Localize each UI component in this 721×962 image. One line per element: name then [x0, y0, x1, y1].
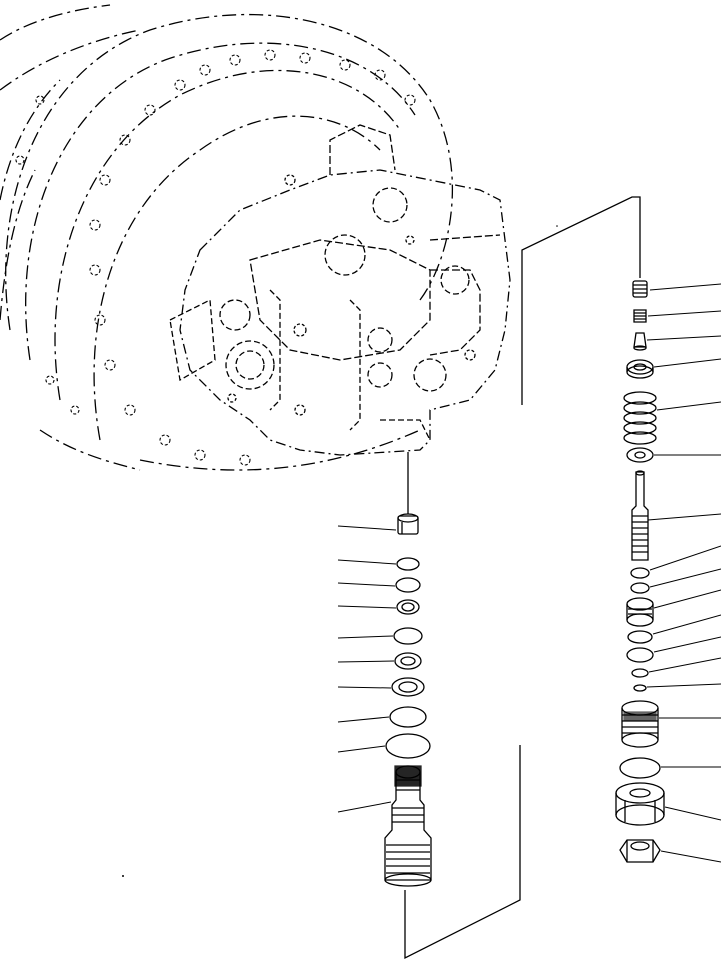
part-o-ring	[620, 758, 660, 778]
left-part-stack	[385, 452, 520, 958]
part-o-ring	[631, 583, 649, 593]
housing-ports	[220, 175, 475, 415]
part-retainer	[627, 448, 653, 462]
part-cap	[616, 783, 664, 825]
left-bottom-bracket	[405, 745, 520, 958]
part-backup-ring	[392, 678, 424, 696]
part-o-ring	[634, 685, 646, 691]
part-o-ring	[632, 669, 648, 677]
motor-housing	[0, 5, 510, 470]
part-backup-ring	[397, 600, 419, 614]
part-spring	[634, 310, 646, 322]
part-o-ring	[390, 707, 426, 727]
bolt-holes	[16, 50, 415, 465]
part-plug	[398, 514, 418, 534]
part-hex-nut	[620, 840, 660, 862]
leader-lines	[338, 284, 721, 862]
right-part-stack	[522, 197, 664, 862]
part-o-ring	[631, 568, 649, 578]
part-valve-cartridge	[385, 766, 431, 886]
part-o-ring	[394, 628, 422, 644]
part-o-ring	[386, 734, 430, 758]
right-top-bracket	[522, 197, 640, 405]
part-o-ring	[628, 631, 652, 643]
scan-specks	[122, 225, 558, 877]
part-spring-cap	[633, 281, 647, 297]
part-spring	[624, 392, 656, 444]
part-spool	[632, 471, 648, 560]
part-o-ring	[397, 558, 419, 570]
part-o-ring	[627, 648, 653, 662]
part-sleeve	[627, 598, 653, 626]
part-o-ring	[396, 578, 420, 592]
part-valve-body	[622, 701, 658, 747]
part-seat	[627, 360, 653, 378]
part-backup-ring	[395, 653, 421, 669]
part-poppet	[634, 333, 646, 350]
